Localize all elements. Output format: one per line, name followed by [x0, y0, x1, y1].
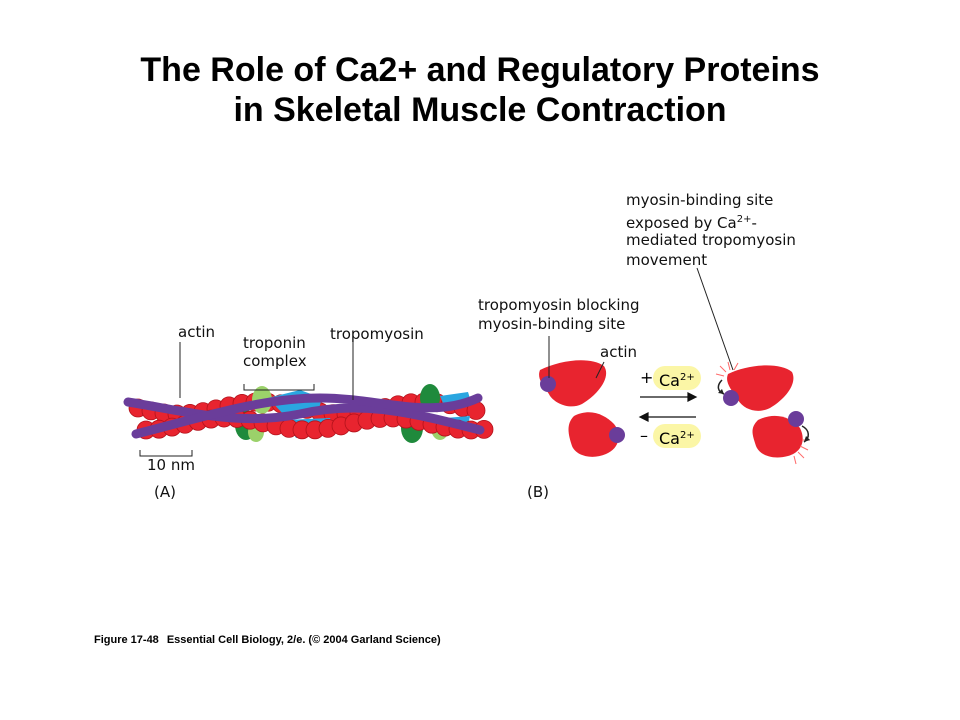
thin-filament — [123, 384, 494, 443]
tropomyosin-strand-2 — [131, 393, 483, 439]
tropomyosin-strand-1 — [123, 397, 485, 435]
exposed-leader — [696, 267, 734, 371]
exposed-label-line4: movement — [626, 251, 708, 269]
blocking-label-line2: myosin-binding site — [478, 315, 626, 333]
exposed-label-line2: exposed by Ca2+- — [626, 214, 757, 232]
ca-added-pill: Ca2+ — [653, 366, 701, 390]
blocking-label-line1: tropomyosin blocking — [478, 296, 640, 314]
ca-removed-pill: Ca2+ — [653, 424, 701, 448]
actin-monomers-exposed — [715, 361, 810, 465]
tropomyosin-label: tropomyosin — [330, 325, 424, 343]
exposed-label-line3: mediated tropomyosin — [626, 231, 796, 249]
actin-label-b: actin — [600, 343, 637, 361]
slide-title-line1: The Role of Ca2+ and Regulatory Proteins — [140, 51, 820, 89]
troponin-label-line2: complex — [243, 352, 307, 370]
plus-sign: + — [640, 368, 654, 387]
minus-sign: – — [640, 426, 648, 445]
exposed-label-line1: myosin-binding site — [626, 191, 774, 209]
panel-b-label: (B) — [527, 483, 549, 501]
actin-label-a: actin — [178, 323, 215, 341]
slide-title-line2: in Skeletal Muscle Contraction — [233, 91, 727, 129]
troponin-label-line1: troponin — [243, 334, 306, 352]
actin-leader-b — [595, 361, 605, 379]
troponin-bracket — [243, 384, 315, 391]
scale-bar-label: 10 nm — [147, 456, 195, 474]
scale-bar — [139, 450, 193, 457]
panel-a-label: (A) — [154, 483, 176, 501]
actin-monomers-blocked — [539, 360, 625, 457]
